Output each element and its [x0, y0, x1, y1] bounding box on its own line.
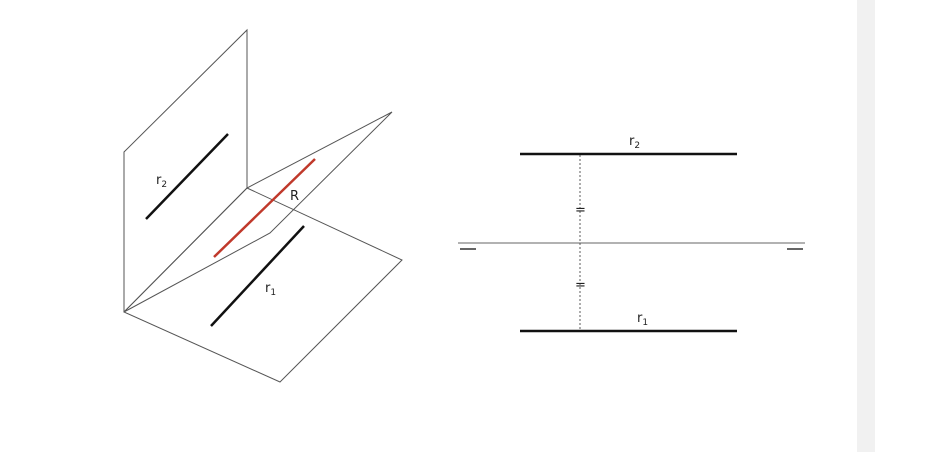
side-panel: [857, 0, 875, 452]
vertical-plane: [123, 28, 248, 312]
label-R-3d: R: [290, 189, 299, 204]
line-r1-3d: [210, 225, 305, 327]
horizontal-plane: [123, 187, 403, 383]
orthographic-view: = = r2 r1: [458, 134, 805, 333]
isometric-view: r2 r1 R: [123, 28, 403, 383]
label-r1-3d: r1: [265, 281, 276, 298]
label-r1-projection: r1: [637, 311, 648, 328]
bisector-plane: [123, 111, 393, 313]
line-R-3d: [213, 158, 316, 258]
label-r2-projection: r2: [629, 134, 640, 151]
label-r2-3d: r2: [156, 173, 167, 190]
equal-mark-top: =: [575, 203, 586, 218]
line-r2-3d: [145, 133, 229, 220]
equal-mark-bottom: =: [575, 278, 586, 293]
